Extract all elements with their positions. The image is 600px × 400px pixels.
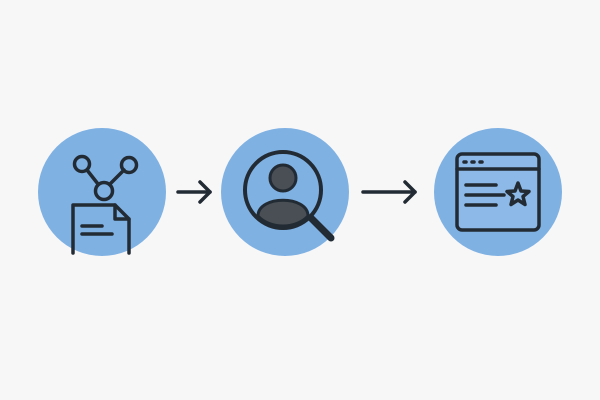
arrow-right-icon xyxy=(176,180,212,204)
arrow-2 xyxy=(360,176,420,208)
user-search-icon xyxy=(221,128,349,256)
network-document-icon xyxy=(38,128,166,256)
stage-1-network-document xyxy=(38,128,166,256)
stage-3-browser-star xyxy=(434,128,562,256)
stage-2-user-search xyxy=(221,128,349,256)
arrow-right-icon xyxy=(361,180,417,204)
arrow-1 xyxy=(176,176,214,208)
browser-star-icon xyxy=(434,128,562,256)
